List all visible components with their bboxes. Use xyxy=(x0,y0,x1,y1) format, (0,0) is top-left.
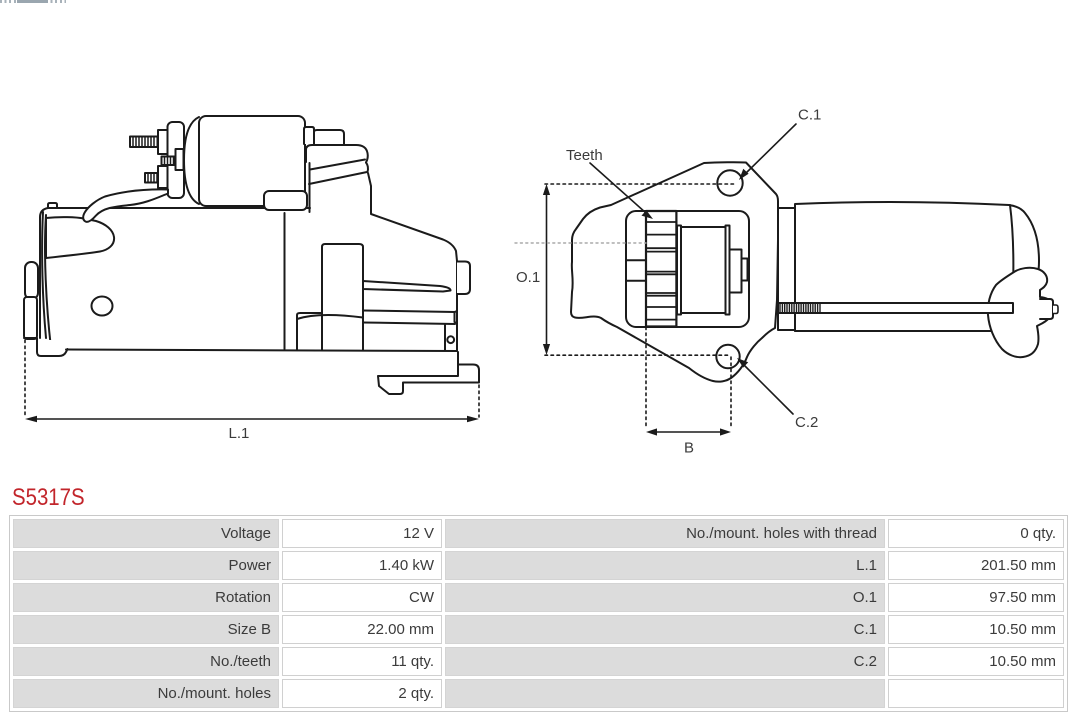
svg-text:Teeth: Teeth xyxy=(566,147,603,164)
svg-text:C.2: C.2 xyxy=(795,414,818,431)
svg-text:C.1: C.1 xyxy=(798,107,821,124)
svg-text:B: B xyxy=(684,440,694,457)
svg-text:O.1: O.1 xyxy=(516,269,540,286)
svg-text:L.1: L.1 xyxy=(229,425,250,442)
